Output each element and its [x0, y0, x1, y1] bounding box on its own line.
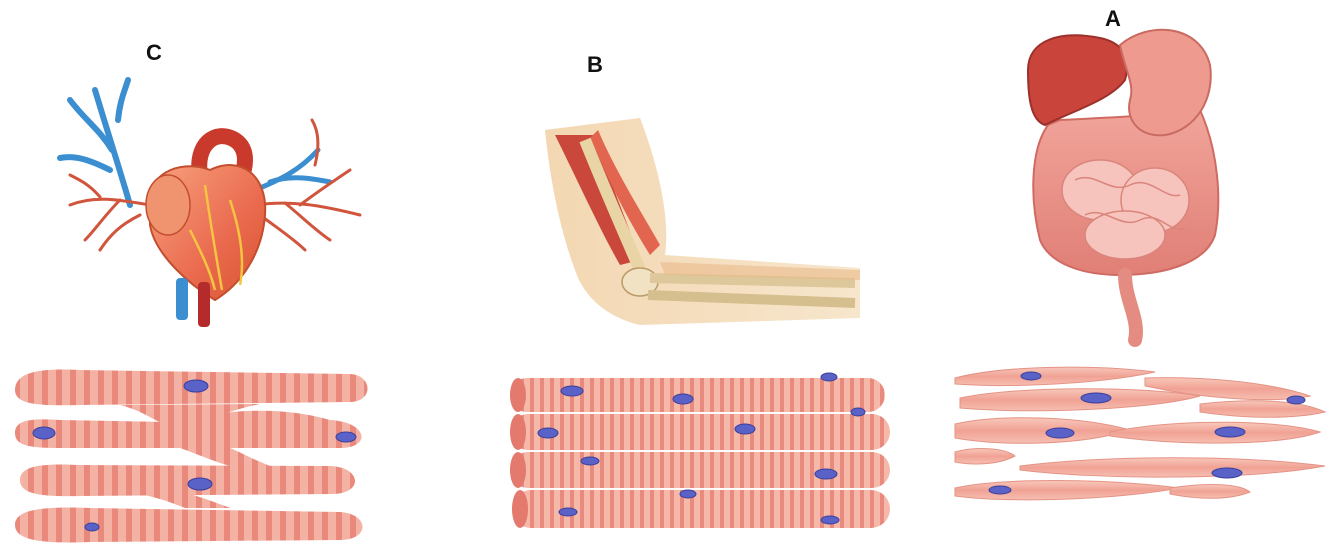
heart-illustration	[60, 80, 360, 327]
smooth-muscle-tissue	[955, 367, 1325, 500]
cardiac-muscle-tissue	[15, 370, 368, 543]
arm-illustration	[545, 118, 860, 325]
digestive-organs-illustration	[1028, 30, 1218, 340]
skeletal-muscle-tissue	[510, 373, 890, 528]
